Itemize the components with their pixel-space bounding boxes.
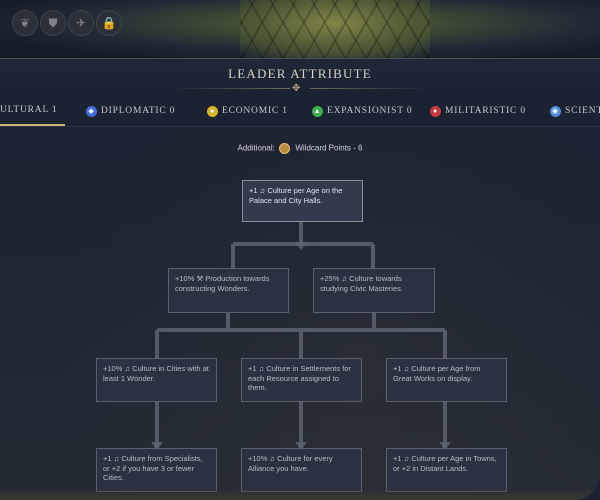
tab-expansionist-label: EXPANSIONIST 0 [327, 106, 413, 116]
tree-node-specialists[interactable]: +1 ♫ Culture from Specialists, or +2 if … [96, 448, 217, 492]
wildcard-points-line: Additional: Wildcard Points - 6 [0, 143, 600, 154]
expansionist-icon: ▲ [312, 105, 323, 117]
shield-icon[interactable]: ⛊ [40, 10, 66, 36]
map-background: ❦ ⛊ ✈ 🔒 [0, 0, 600, 58]
science-icon: ◉ [550, 105, 561, 117]
tree-node-text: +10% ⚒ Production towards constructing W… [175, 274, 270, 293]
tree-node-great-works[interactable]: +1 ♫ Culture per Age from Great Works on… [386, 358, 507, 402]
tab-science[interactable]: ◉ SCIENT [550, 96, 600, 126]
tab-diplomatic[interactable]: ◆ DIPLOMATIC 0 [86, 96, 175, 126]
tree-node-production-wonders[interactable]: +10% ⚒ Production towards constructing W… [168, 268, 289, 313]
tree-node-civic-masteries[interactable]: +25% ♫ Culture towards studying Civic Ma… [313, 268, 435, 313]
tab-diplomatic-label: DIPLOMATIC 0 [101, 106, 176, 116]
map-tiles [240, 0, 430, 58]
tab-militaristic-label: MILITARISTIC 0 [445, 106, 526, 116]
attribute-tabs: ULTURAL 1 ◆ DIPLOMATIC 0 ● ECONOMIC 1 ▲ … [0, 96, 600, 127]
tab-cultural[interactable]: ULTURAL 1 [0, 96, 66, 126]
tree-node-text: +10% ♫ Culture in Cities with at least 1… [103, 364, 209, 383]
tab-science-label: SCIENT [565, 106, 600, 116]
tree-node-text: +10% ♫ Culture for every Alliance you ha… [248, 454, 333, 473]
tree-node-text: +1 ♫ Culture in Settlements for each Res… [248, 364, 351, 392]
tree-node-text: +1 ♫ Culture from Specialists, or +2 if … [103, 454, 203, 482]
tree-node-alliances[interactable]: +10% ♫ Culture for every Alliance you ha… [241, 448, 362, 492]
lock-icon[interactable]: 🔒 [96, 10, 122, 36]
page-title: LEADER ATTRIBUTE [228, 66, 372, 81]
tree-node-text: +1 ♫ Culture per Age in Towns, or +2 in … [393, 454, 497, 473]
militaristic-icon: ♦ [430, 105, 441, 117]
ornament-icon: ✥ [292, 83, 301, 94]
title-divider-left [170, 88, 290, 89]
tree-node-cities-wonder[interactable]: +10% ♫ Culture in Cities with at least 1… [96, 358, 217, 402]
leaf-icon[interactable]: ❦ [12, 10, 38, 36]
tree-node-root-text: +1 ♫ Culture per Age on the Palace and C… [249, 186, 343, 205]
bottom-map-edge [0, 488, 600, 500]
tree-node-text: +25% ♫ Culture towards studying Civic Ma… [320, 274, 403, 293]
wildcard-points-value: Wildcard Points - 6 [295, 143, 363, 153]
tree-node-towns-distant-lands[interactable]: +1 ♫ Culture per Age in Towns, or +2 in … [386, 448, 507, 492]
dove-icon[interactable]: ✈ [68, 10, 94, 36]
tree-node-text: +1 ♫ Culture per Age from Great Works on… [393, 364, 481, 383]
title-divider-right [310, 88, 430, 89]
tree-node-root[interactable]: +1 ♫ Culture per Age on the Palace and C… [242, 180, 363, 222]
wildcard-icon [279, 143, 291, 154]
economic-icon: ● [207, 105, 218, 117]
tab-economic[interactable]: ● ECONOMIC 1 [207, 96, 288, 126]
diplomatic-icon: ◆ [86, 105, 97, 117]
tab-expansionist[interactable]: ▲ EXPANSIONIST 0 [312, 96, 412, 126]
additional-label: Additional: [237, 143, 275, 153]
tree-node-settlement-resources[interactable]: +1 ♫ Culture in Settlements for each Res… [241, 358, 362, 402]
tab-cultural-label: ULTURAL 1 [0, 105, 58, 115]
tab-economic-label: ECONOMIC 1 [222, 106, 288, 116]
tab-militaristic[interactable]: ♦ MILITARISTIC 0 [430, 96, 526, 126]
